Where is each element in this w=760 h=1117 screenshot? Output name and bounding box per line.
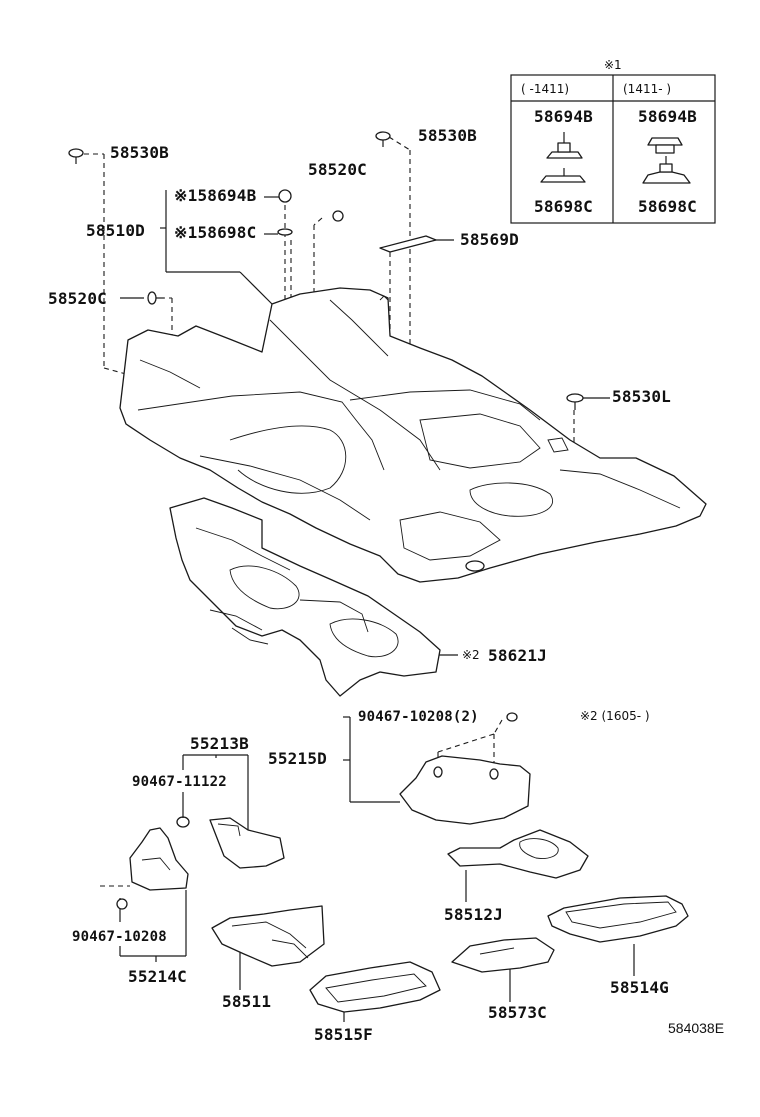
callout-90467-10208: 90467-10208 (72, 929, 167, 945)
callout-58530b-left: 58530B (110, 143, 169, 162)
callout-58520c-top: 58520C (308, 160, 367, 179)
callout-55214c: 55214C (128, 967, 187, 986)
note-box-left-bottom-part: 58698C (534, 197, 593, 216)
mat-58515f-shape (309, 961, 441, 1013)
callout-58512j: 58512J (444, 905, 503, 924)
callout-58569d: 58569D (460, 230, 519, 249)
mat-55213b-shape (176, 812, 285, 869)
callout-55213b: 55213B (190, 734, 249, 753)
callout-90467-10208-2: 90467-10208(2) (358, 709, 479, 725)
note-box-mark: ※1 (604, 58, 622, 72)
mat-58514g-shape (547, 895, 689, 943)
diagram-code: 584038E (668, 1020, 725, 1036)
callout-90467-11122: 90467-11122 (132, 774, 227, 790)
callout-58621j-mark: ※2 (462, 648, 480, 662)
note-box-frame (510, 74, 716, 224)
mat-58512j-shape (447, 829, 589, 879)
callout-58515f: 58515F (314, 1025, 373, 1044)
note-box-left-top-part: 58694B (534, 107, 593, 126)
callout-58698c: ※158698C (174, 223, 257, 242)
callout-58514g: 58514G (610, 978, 669, 997)
silencer-55215d-shape (399, 712, 531, 825)
note-box-right-bottom-part: 58698C (638, 197, 697, 216)
callout-58530b-right: 58530B (418, 126, 477, 145)
callout-58694b: ※158694B (174, 186, 257, 205)
callout-58621j: 58621J (488, 646, 547, 665)
note-box-left-header: ( -1411) (521, 82, 570, 96)
rear-floor-carpet-shape (169, 497, 441, 697)
fastener-clips-top (68, 131, 584, 410)
note-box-right-header: (1411- ) (623, 82, 672, 96)
callout-55215d: 55215D (268, 749, 327, 768)
callout-58530l: 58530L (612, 387, 671, 406)
mat-55214c-shape (116, 827, 189, 910)
main-floor-carpet-shape (119, 287, 707, 583)
mat-58511-shape (211, 905, 325, 967)
note-box-right-top-part: 58694B (638, 107, 697, 126)
callout-58511: 58511 (222, 992, 272, 1011)
callout-58573c: 58573C (488, 1003, 547, 1022)
callout-58510d: 58510D (86, 221, 145, 240)
callout-note-2: ※2 (1605- ) (580, 709, 650, 723)
callout-58520c-left: 58520C (48, 289, 107, 308)
leader-lines-bottom (100, 716, 635, 1022)
mat-58573c-shape (451, 937, 555, 973)
